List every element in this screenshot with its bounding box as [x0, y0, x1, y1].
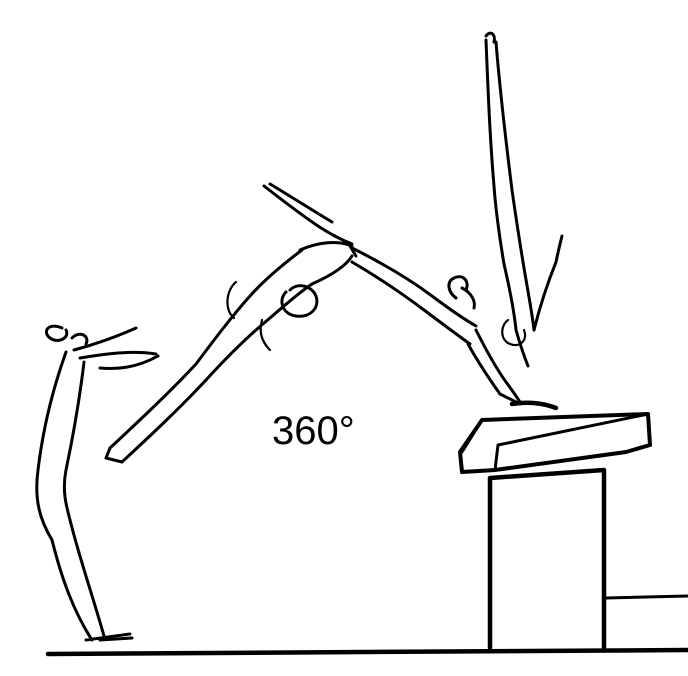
handstand-arms [514, 234, 564, 368]
support-torso [350, 246, 478, 346]
support-legs [262, 182, 354, 246]
takeoff-torso [35, 350, 86, 542]
handstand-legs [484, 38, 526, 270]
rotation-angle-label: 360° [272, 409, 355, 453]
first-flight-legs [104, 362, 208, 464]
takeoff-legs [50, 518, 134, 642]
support-hands [509, 400, 559, 411]
first-flight-torso [194, 248, 314, 382]
support-head [447, 275, 476, 310]
takeoff-arms [72, 326, 160, 370]
support-arms [466, 328, 522, 406]
first-flight-ponytail [226, 280, 272, 352]
takeoff-head [45, 324, 89, 346]
first-flight-arms [298, 241, 358, 286]
vaulting-table [458, 412, 688, 651]
floor-line [45, 647, 688, 657]
gymnast-support-phase-figure [262, 182, 559, 411]
handstand-feet [484, 31, 496, 44]
gymnast-takeoff-figure [35, 324, 160, 642]
handstand-torso [502, 262, 536, 332]
vault-table-rear-leg [604, 594, 688, 600]
handstand-head [501, 318, 527, 347]
first-flight-head [280, 284, 319, 318]
vault-table-top [458, 412, 652, 474]
gymnast-handstand-figure [484, 31, 564, 368]
vault-table-pillar [487, 467, 607, 651]
vault-table-top-edge [460, 412, 650, 472]
